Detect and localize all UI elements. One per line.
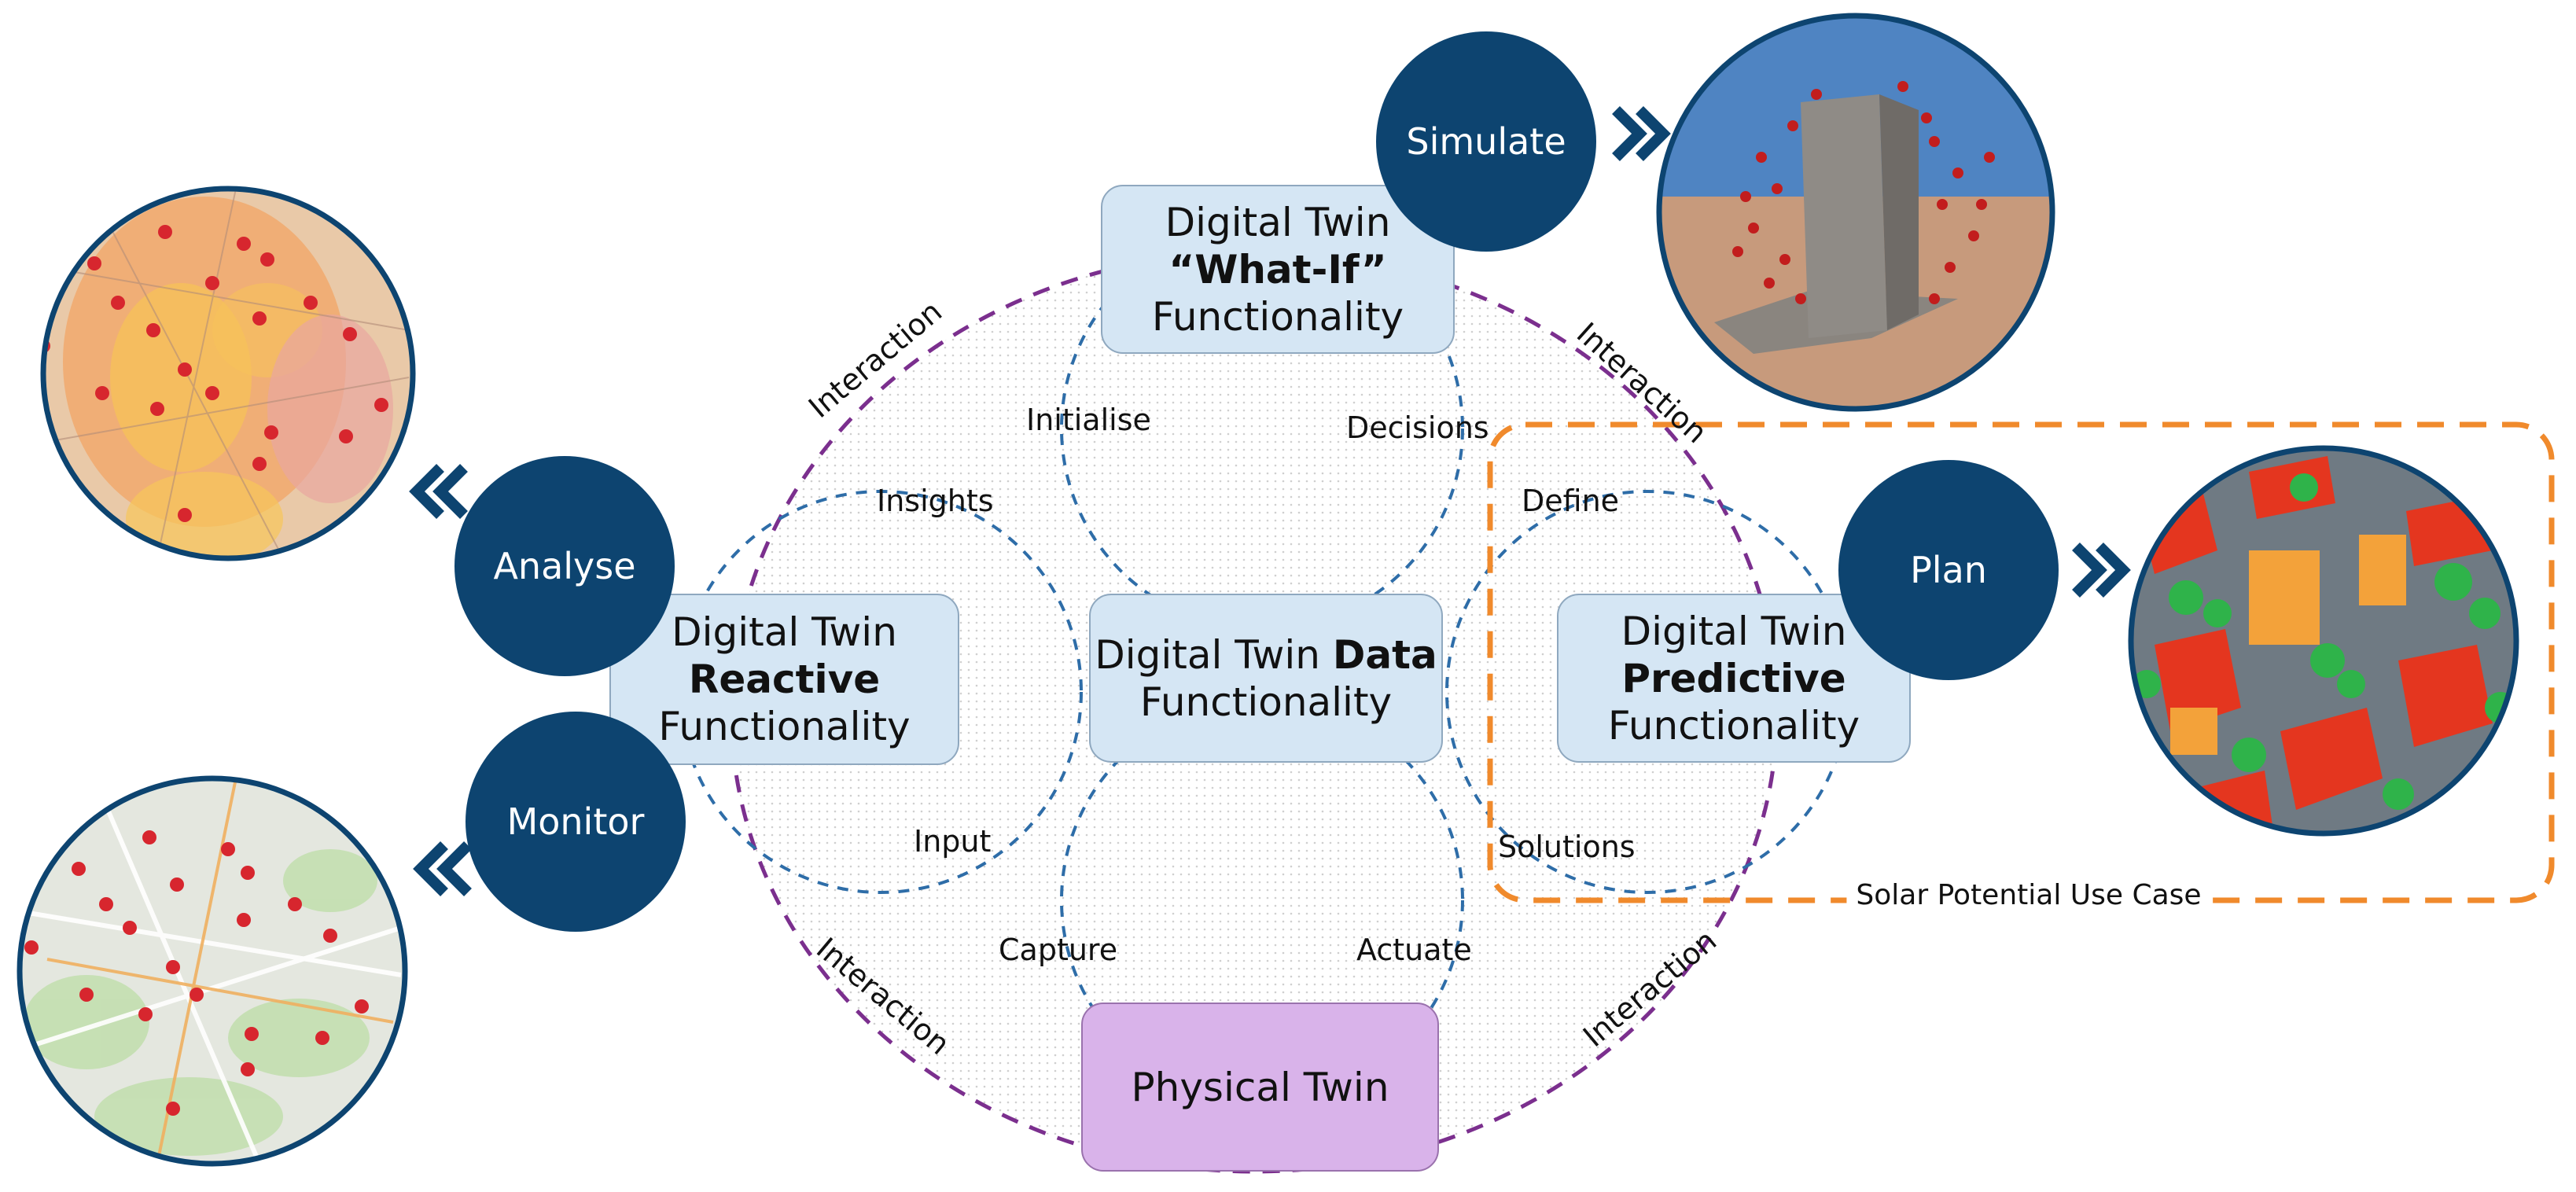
analyse-node: Analyse [454,456,675,676]
data-line1-bold: Data [1332,631,1437,678]
label-actuate: Actuate [1356,933,1472,967]
label-decisions: Decisions [1346,410,1489,445]
label-solutions: Solutions [1498,830,1636,864]
predictive-line3: Functionality [1607,702,1860,749]
monitor-node: Monitor [466,712,686,932]
physical-twin-box: Physical Twin [1081,1003,1439,1172]
data-line2: Functionality [1139,679,1393,725]
simulate-node: Simulate [1376,31,1596,252]
simulation-image [1659,16,2052,409]
physical-twin-label: Physical Twin [1131,1064,1389,1110]
whatif-line1: Digital Twin [1165,199,1391,245]
data-functionality-box: Digital Twin Data Functionality [1089,594,1443,763]
analyse-label: Analyse [493,545,636,587]
label-input: Input [914,824,992,859]
streetmap-pins [24,830,369,1116]
chevron-left-icon-analyse [409,464,468,519]
reactive-line2: Reactive [688,657,881,702]
plan-node: Plan [1838,460,2059,680]
data-line1: Digital Twin Data [1095,631,1437,679]
heatmap-pins [43,225,388,522]
label-capture: Capture [999,933,1118,967]
predictive-line2: Predictive [1621,655,1846,701]
whatif-line3: Functionality [1151,293,1404,340]
reactive-line3: Functionality [658,704,911,749]
solar-use-case-label: Solar Potential Use Case [1846,879,2211,911]
chevron-right-icon-plan [2072,543,2131,598]
plan-label: Plan [1910,549,1987,591]
chevron-left-icon-monitor [413,841,472,896]
heatmap-image [43,189,413,558]
label-insights: Insights [877,484,994,518]
whatif-functionality-box: Digital Twin “What-If” Functionality [1101,185,1455,354]
solar-image [2131,448,2516,833]
label-define: Define [1522,484,1620,518]
predictive-line1: Digital Twin [1621,608,1847,654]
data-line1-text: Digital Twin [1095,631,1320,678]
loop-left [679,490,1083,894]
chevron-right-icon-simulate [1612,106,1671,161]
label-initialise: Initialise [1026,403,1151,437]
streetmap-image [20,778,405,1164]
whatif-line2: “What-If” [1168,246,1387,292]
reactive-functionality-box: Digital Twin Reactive Functionality [609,594,959,765]
monitor-label: Monitor [506,800,645,843]
simulate-label: Simulate [1406,120,1566,163]
reactive-line1: Digital Twin [672,609,897,655]
